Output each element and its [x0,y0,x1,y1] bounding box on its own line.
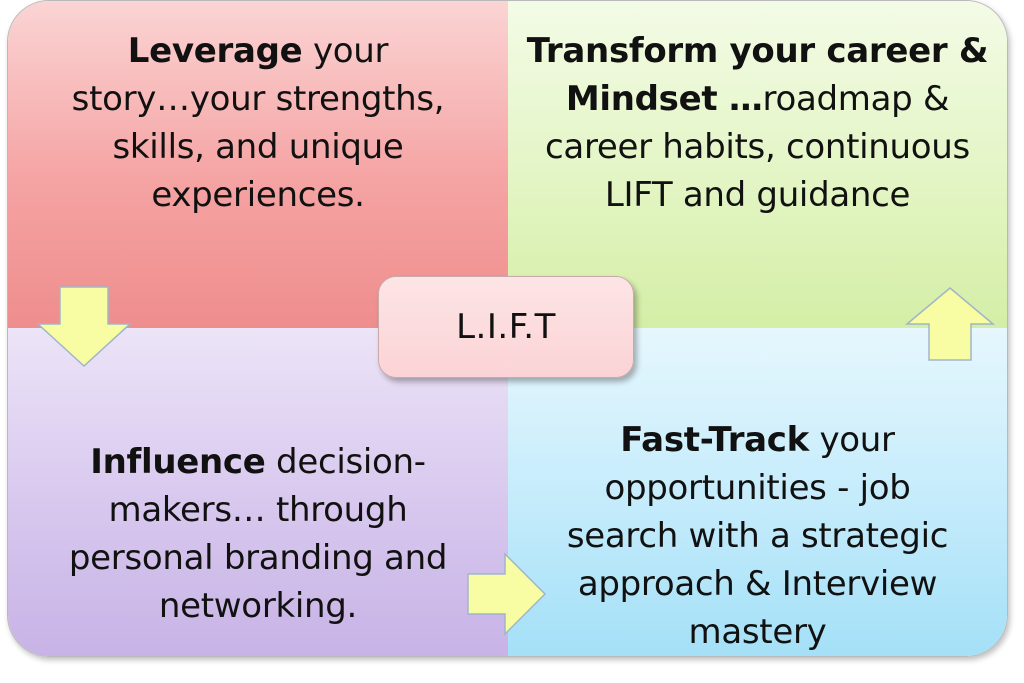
lift-diagram: Leverage your story…your strengths, skil… [7,0,1008,657]
influence-line-1: decision- [265,442,426,482]
leverage-line-4: experiences. [151,175,365,215]
transform-text: Transform your career & Mindset …roadmap… [523,27,993,219]
fasttrack-keyword: Fast-Track [620,420,809,460]
arrow-right-icon [467,552,547,636]
leverage-keyword: Leverage [127,31,303,71]
influence-line-4: networking. [158,586,358,626]
quadrant-transform: Transform your career & Mindset …roadmap… [508,1,1007,328]
transform-line-4: LIFT and guidance [604,175,911,215]
arrow-up-icon [904,287,996,361]
influence-keyword: Influence [90,442,266,482]
influence-text: Influence decision- makers… through pers… [38,438,478,630]
influence-line-2: makers… through [108,490,408,530]
fasttrack-line-3: search with a strategic [566,516,949,556]
leverage-line-3: skills, and unique [112,127,404,167]
transform-line-3: career habits, continuous [545,127,970,167]
arrow-down-icon [36,286,132,368]
transform-keyword: Transform your career & [526,31,989,71]
fasttrack-line-5: mastery [688,612,827,652]
quadrant-influence: Influence decision- makers… through pers… [8,328,508,656]
transform-keyword-2: Mindset … [565,79,763,119]
fasttrack-line-2: opportunities - job [604,468,911,508]
transform-line-2: roadmap & [762,79,950,119]
influence-line-3: personal branding and [68,538,448,578]
fasttrack-line-1: your [808,420,895,460]
leverage-line-2: story…your strengths, [71,79,445,119]
fasttrack-line-4: approach & Interview [577,564,938,604]
quadrant-fasttrack: Fast-Track your opportunities - job sear… [508,328,1007,656]
quadrant-leverage: Leverage your story…your strengths, skil… [8,1,508,328]
fasttrack-text: Fast-Track your opportunities - job sear… [538,416,978,656]
center-lift-label: L.I.F.T [456,307,556,347]
center-lift-box: L.I.F.T [378,276,634,378]
leverage-text: Leverage your story…your strengths, skil… [38,27,478,219]
leverage-line-1: your [302,31,389,71]
